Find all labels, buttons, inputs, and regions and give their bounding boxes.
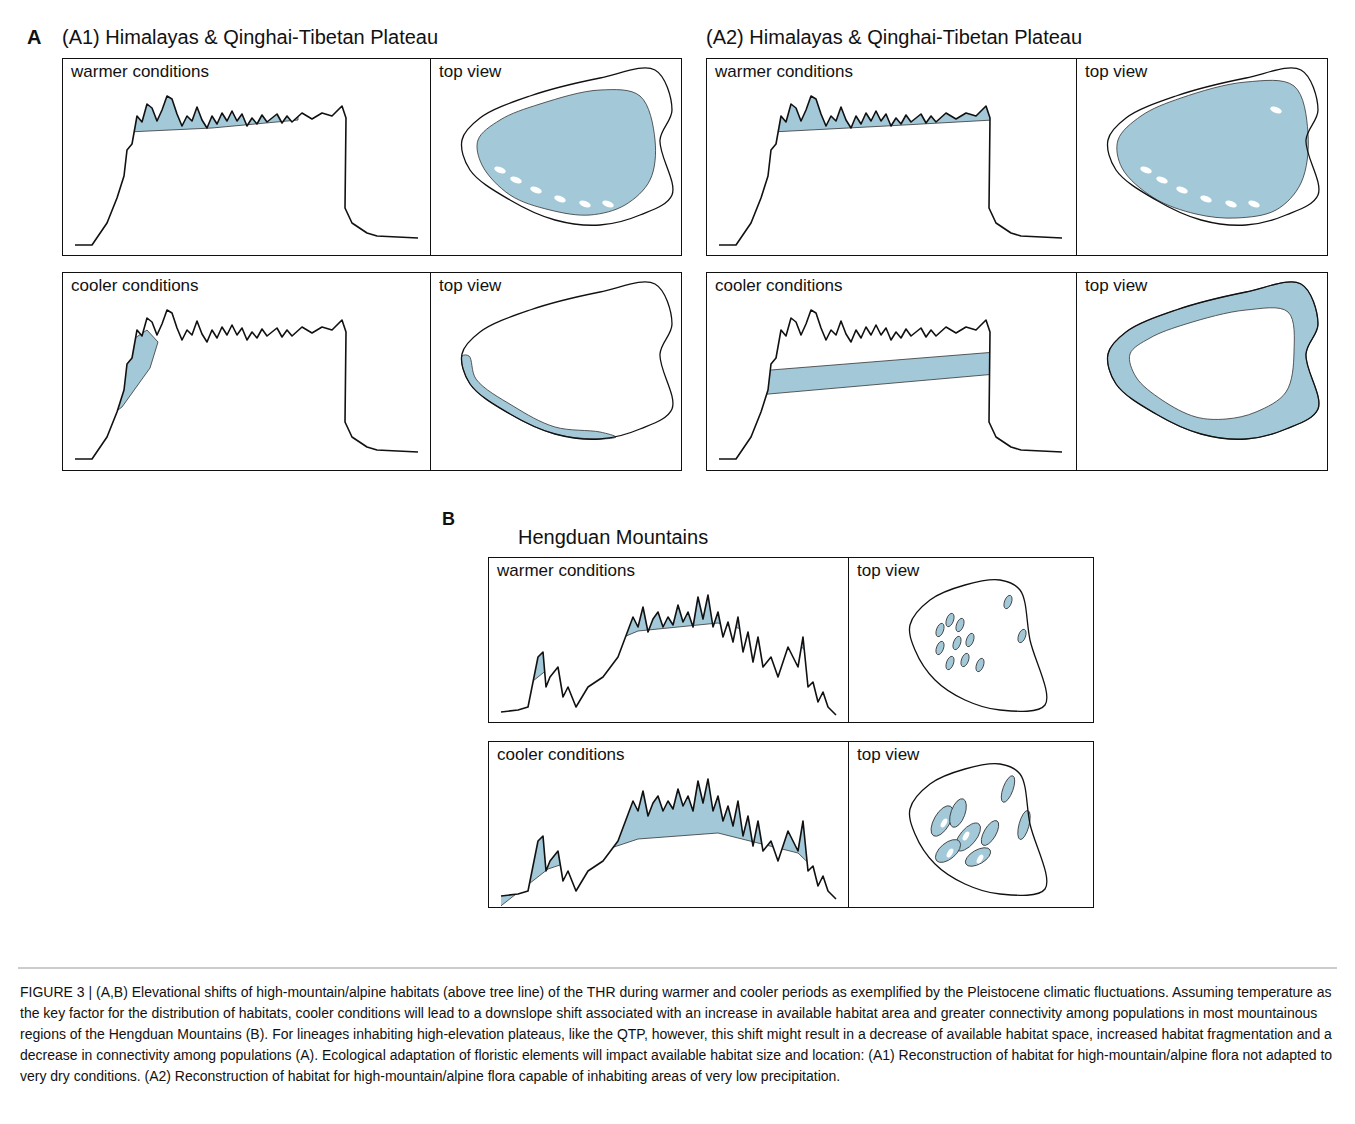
figure-caption: FIGURE 3 | (A,B) Elevational shifts of h… [20,982,1336,1087]
habitat-patch [529,185,542,195]
top-view-map [462,68,673,225]
elevation-profile [719,310,1062,459]
panel-heading: Hengduan Mountains [518,526,708,549]
habitat-patch [1002,594,1013,610]
panel-label: warmer conditions [489,558,635,581]
panel-heading: (A1) Himalayas & Qinghai-Tibetan Plateau [62,26,438,49]
panel-box: cooler conditions [706,272,1077,471]
habitat-patch [939,817,948,828]
habitat-patch [1175,185,1188,195]
terrain-line [719,310,1062,459]
habitat-area [1117,80,1309,218]
region-outline [909,764,1046,896]
elevation-profile [75,310,418,459]
panel-letter: B [442,509,455,530]
region-outline [1108,282,1319,439]
habitat-band [102,330,158,422]
habitat-patch [954,617,965,633]
habitat-patch [945,847,954,858]
habitat-patch [601,199,614,209]
habitat-patch [1247,199,1260,209]
habitat-patch [962,844,993,870]
panel-box: warmer conditions [488,557,849,723]
panel-box: cooler conditions [62,272,431,471]
habitat-patch [931,835,964,867]
habitat-patch [944,612,955,628]
habitat-area [1129,308,1294,420]
panel-label: top view [1077,59,1147,82]
habitat-patch [934,640,945,656]
habitat-patch [493,165,506,175]
habitat-patch [959,652,970,668]
panel-box: top view [848,741,1094,908]
terrain-line [719,96,1062,245]
panel-label: warmer conditions [63,59,209,82]
top-view-map [909,764,1046,896]
elevation-profile [488,547,848,717]
region-outline [909,580,1046,712]
habitat-patch [978,818,1002,848]
habitat-patch [961,830,970,841]
region-outline [1108,68,1319,225]
panel-label: top view [431,273,501,296]
panel-heading: (A2) Himalayas & Qinghai-Tibetan Plateau [706,26,1082,49]
region-outline [462,282,673,439]
habitat-patch [951,635,962,651]
habitat-patch [1139,165,1152,175]
habitat-patch [1199,194,1212,204]
panel-box: top view [1076,58,1328,256]
habitat-band [488,547,848,717]
habitat-patch [553,194,566,204]
panel-label: cooler conditions [707,273,843,296]
panel-box: warmer conditions [62,58,431,256]
panel-box: top view [1076,272,1328,471]
top-view-map [461,282,673,439]
terrain-line [75,310,418,459]
panel-letter: A [27,26,41,49]
top-view-map [1108,68,1319,225]
top-view-map [909,580,1046,712]
region-outline [462,68,673,225]
panel-box: top view [430,58,682,256]
habitat-patch [509,175,522,185]
habitat-patch [946,797,969,830]
habitat-patch [964,632,975,648]
habitat-patch [1224,199,1237,209]
caption-rule [18,968,1337,969]
top-view-map [1108,282,1319,439]
panel-label: warmer conditions [707,59,853,82]
panel-box: top view [848,557,1094,723]
habitat-patch [578,199,591,209]
elevation-profile [488,731,848,916]
habitat-patch [934,622,945,638]
panel-label: top view [849,742,919,765]
terrain-line [501,779,836,899]
panel-box: warmer conditions [706,58,1077,256]
habitat-patch [1016,628,1027,644]
habitat-area [1108,282,1319,439]
terrain-line [75,96,418,245]
habitat-area [461,355,616,439]
habitat-patch [999,774,1018,804]
panel-label: cooler conditions [63,273,199,296]
habitat-band [488,731,848,916]
habitat-band [746,352,996,396]
terrain-line [501,595,836,715]
panel-label: top view [849,558,919,581]
panel-box: cooler conditions [488,741,849,908]
habitat-patch [974,657,985,673]
habitat-band [128,48,298,132]
habitat-patch [1155,175,1168,185]
panel-box: top view [430,272,682,471]
panel-label: cooler conditions [489,742,625,765]
habitat-patch [1269,105,1282,115]
habitat-patch [975,853,984,864]
panel-label: top view [431,59,501,82]
panel-label: top view [1077,273,1147,296]
habitat-patch [944,655,955,671]
